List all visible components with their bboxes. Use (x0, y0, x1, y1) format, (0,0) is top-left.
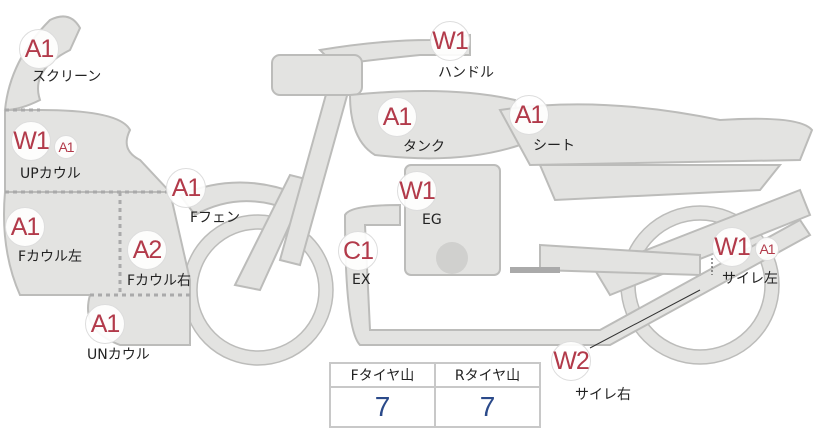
handle-grade-badge[interactable]: W1 (430, 21, 470, 61)
front-tire-header: Fタイヤ山 (329, 362, 436, 388)
tank-grade-badge[interactable]: A1 (377, 97, 417, 137)
silencer-right-label: サイレ右 (575, 387, 631, 403)
rear-frame (538, 164, 783, 202)
silencer-left-label: サイレ左 (722, 271, 778, 287)
screen-grade-badge[interactable]: A1 (19, 29, 59, 69)
seat-grade-badge[interactable]: A1 (509, 95, 549, 135)
handle-label: ハンドル (438, 65, 494, 81)
up-cowl-grade-badge[interactable]: W1 (11, 121, 51, 161)
seat-shape (498, 103, 814, 167)
up-cowl-sub-grade-badge[interactable]: A1 (54, 135, 78, 159)
f-cowl-right-label: Fカウル右 (127, 273, 192, 289)
swingarm (539, 243, 701, 277)
f-cowl-left-label: Fカウル左 (18, 249, 83, 265)
exhaust-pipe (343, 203, 812, 346)
f-fender-label: Fフェン (190, 210, 241, 226)
front-tire-value: 7 (329, 386, 436, 428)
f-fender-grade-badge[interactable]: A1 (166, 168, 206, 208)
engine-grade-badge[interactable]: W1 (397, 171, 437, 211)
headlight-box (271, 54, 363, 96)
tire-tread-table: Fタイヤ山 Rタイヤ山 7 7 (329, 362, 541, 428)
rear-tire-header: Rタイヤ山 (434, 362, 541, 388)
tank-label: タンク (403, 139, 445, 155)
screen-label: スクリーン (32, 69, 102, 85)
silencer-left-sub-grade-badge[interactable]: A1 (755, 237, 779, 261)
silencer-right-grade-badge[interactable]: W2 (551, 341, 591, 381)
frame-neck (278, 78, 352, 267)
exhaust-label: EX (352, 272, 371, 288)
engine-label: EG (422, 212, 442, 228)
exhaust-grade-badge[interactable]: C1 (338, 231, 378, 271)
un-cowl-grade-badge[interactable]: A1 (85, 304, 125, 344)
f-cowl-right-grade-badge[interactable]: A2 (127, 230, 167, 270)
up-cowl-label: UPカウル (20, 166, 81, 182)
rear-tire-value: 7 (434, 386, 541, 428)
silencer-left-grade-badge[interactable]: W1 (712, 227, 752, 267)
f-cowl-left-grade-badge[interactable]: A1 (5, 207, 45, 247)
seat-label: シート (533, 138, 575, 154)
un-cowl-label: UNカウル (87, 347, 150, 363)
